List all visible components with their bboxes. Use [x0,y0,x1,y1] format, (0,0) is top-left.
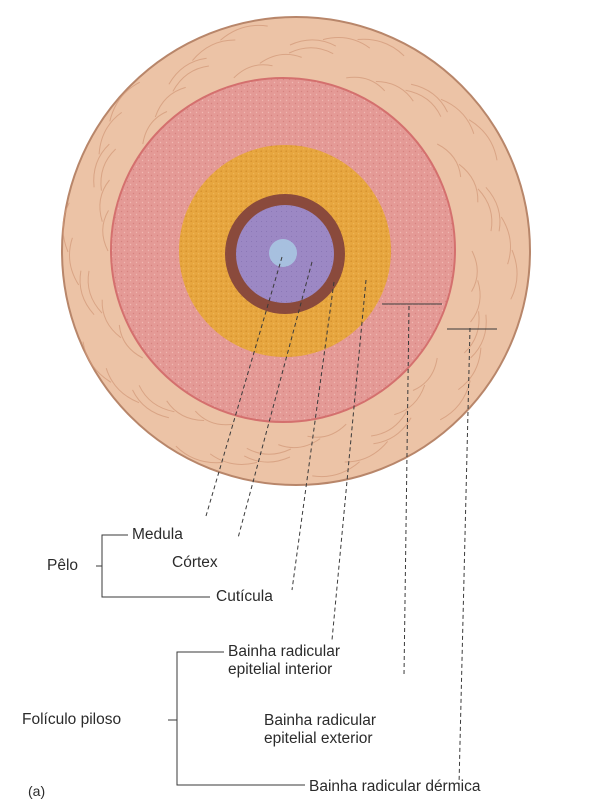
panel-marker: (a) [28,782,45,800]
label-bainha-exterior-line1: Bainha radicular [264,712,376,730]
label-bainha-radicular-epitelial-interior: Bainha radicular epitelial interior [228,643,340,679]
label-medula: Medula [132,526,183,544]
label-bainha-radicular-dermica: Bainha radicular dérmica [309,778,480,796]
label-cuticula: Cutícula [216,588,273,606]
label-bainha-exterior-line2: epitelial exterior [264,730,376,748]
label-bainha-interior-line2: epitelial interior [228,661,340,679]
label-bainha-radicular-epitelial-exterior: Bainha radicular epitelial exterior [264,712,376,748]
label-bainha-interior-line1: Bainha radicular [228,643,340,661]
medulla [269,239,297,267]
label-foliculo-piloso: Folículo piloso [22,711,121,729]
label-pelo: Pêlo [47,557,78,575]
label-cortex: Córtex [172,554,218,572]
